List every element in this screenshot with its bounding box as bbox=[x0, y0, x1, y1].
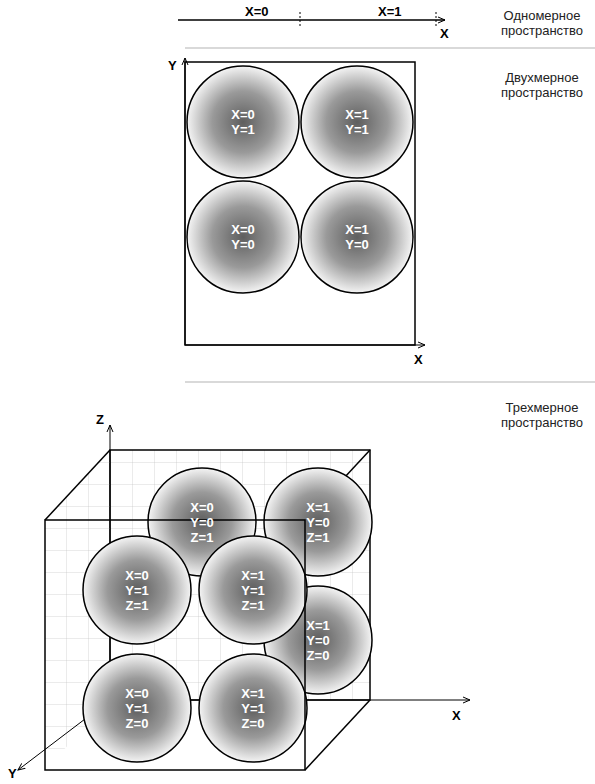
sphere-node: X=1Y=0 bbox=[300, 180, 414, 294]
coordinate-text: Z=0 bbox=[126, 716, 149, 731]
axis-label: X bbox=[452, 708, 461, 723]
coordinate-text: X=0 bbox=[231, 222, 255, 237]
coordinate-text: Z=1 bbox=[191, 530, 214, 545]
sphere-node: X=0Y=1 bbox=[186, 65, 300, 179]
coordinate-text: X=0 bbox=[190, 500, 214, 515]
axis-label: Y bbox=[8, 766, 17, 781]
coordinate-text: Z=0 bbox=[242, 716, 265, 731]
coordinate-text: X=1 bbox=[306, 500, 330, 515]
coordinate-text: Y=1 bbox=[241, 701, 265, 716]
panel-title: Одномерное пространство bbox=[492, 8, 592, 38]
coordinate-text: Y=1 bbox=[231, 122, 255, 137]
axis-label: Y bbox=[168, 58, 177, 73]
coordinate-text: X=1 bbox=[345, 222, 369, 237]
axis-label: Z bbox=[96, 412, 104, 427]
coordinate-text: Y=1 bbox=[125, 701, 149, 716]
coordinate-text: X=0 bbox=[125, 568, 149, 583]
coordinate-text: X=1 bbox=[241, 686, 265, 701]
coordinate-text: Y=0 bbox=[306, 633, 330, 648]
axis-label: X bbox=[440, 26, 449, 41]
coordinate-text: X=0 bbox=[125, 686, 149, 701]
coordinate-text: X=0 bbox=[231, 107, 255, 122]
coordinate-text: Y=0 bbox=[345, 237, 369, 252]
coordinate-text: X=1 bbox=[241, 568, 265, 583]
sphere-node: X=1Y=0Z=1 bbox=[263, 467, 373, 577]
panel-title: Двухмерное пространство bbox=[492, 70, 592, 100]
sphere-node: X=1Y=0Z=0 bbox=[263, 585, 373, 695]
sphere-node: X=1Y=1Z=0 bbox=[198, 653, 308, 763]
coordinate-text: X=1 bbox=[306, 618, 330, 633]
sphere-node: X=1Y=1 bbox=[300, 65, 414, 179]
sphere-node: X=0Y=1Z=1 bbox=[82, 535, 192, 645]
coordinate-text: X=1 bbox=[345, 107, 369, 122]
axis-label: X bbox=[414, 352, 423, 367]
coordinate-text: Y=0 bbox=[190, 515, 214, 530]
coordinate-text: Z=1 bbox=[242, 598, 265, 613]
coordinate-text: Y=0 bbox=[306, 515, 330, 530]
coordinate-text: Z=1 bbox=[126, 598, 149, 613]
coordinate-text: Y=1 bbox=[125, 583, 149, 598]
axis-label: X=1 bbox=[378, 4, 402, 19]
sphere-node: X=0Y=0 bbox=[186, 180, 300, 294]
coordinate-text: Z=1 bbox=[307, 530, 330, 545]
panel-title: Трехмерное пространство bbox=[492, 400, 592, 430]
sphere-node: X=1Y=1Z=1 bbox=[198, 535, 308, 645]
axis-label: X=0 bbox=[245, 4, 269, 19]
sphere-node: X=0Y=0Z=1 bbox=[147, 467, 257, 577]
coordinate-text: Y=0 bbox=[231, 237, 255, 252]
sphere-node: X=0Y=1Z=0 bbox=[82, 653, 192, 763]
coordinate-text: Y=1 bbox=[241, 583, 265, 598]
coordinate-text: Y=1 bbox=[345, 122, 369, 137]
coordinate-text: Z=0 bbox=[307, 648, 330, 663]
